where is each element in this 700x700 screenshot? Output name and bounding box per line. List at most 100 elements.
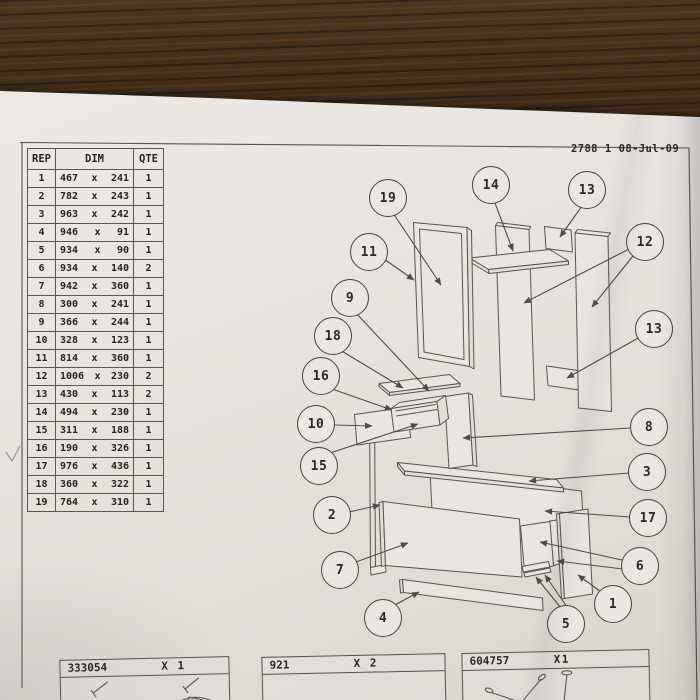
hardware-code: 921 [269,658,290,672]
dim-value: 230 [110,407,129,418]
long-shelf [397,462,564,493]
dim-cell: 946 x 91 [55,223,134,242]
leader-arrows [329,202,641,609]
qte-cell: 2 [133,385,164,404]
dim-value: 366 [60,317,79,328]
dim-value: 300 [60,299,79,310]
dim-value: 91 [116,227,129,238]
dim-cell: 300 x 241 [55,295,134,314]
doc-number: 2788 [571,143,598,155]
dim-value: 814 [60,353,79,364]
dim-separator: x [91,281,98,292]
dim-value: 322 [110,479,129,490]
dim-separator: x [91,461,98,472]
qte-cell: 1 [133,331,164,350]
dim-value: 436 [110,461,129,472]
rep-cell: 5 [27,241,56,260]
qte-cell: 1 [133,295,164,314]
dim-separator: x [91,317,98,328]
dim-separator: x [91,263,98,274]
qte-cell: 1 [133,313,164,332]
dim-cell: 976 x 436 [55,457,134,476]
callout-15: 15 [300,447,338,485]
dim-value: 140 [110,263,129,274]
dim-value: 310 [110,497,129,508]
dim-separator: x [91,425,98,436]
dim-separator: x [91,335,98,346]
dim-value: 976 [60,461,79,472]
callout-7: 7 [321,551,359,589]
dim-separator: x [94,227,101,238]
qte-cell: 1 [133,421,164,440]
hardware-qty: X 1 [161,659,186,673]
cam-fitting-icon [90,677,212,700]
rep-cell: 11 [27,349,56,368]
right-tall-panel [574,229,612,412]
dim-value: 360 [110,353,129,364]
dim-value: 934 [60,263,79,274]
dim-value: 467 [60,173,79,184]
divider-panel [444,392,478,469]
rep-cell: 4 [27,223,56,242]
rep-cell: 19 [27,493,56,512]
dim-value: 113 [110,389,129,400]
dim-value: 244 [110,317,129,328]
rep-cell: 1 [27,169,56,188]
hardware-box-333054: 333054 X 1 [59,656,231,700]
hardware-box-body [263,671,446,700]
dim-value: 946 [60,227,79,238]
callout-11: 11 [350,233,388,271]
rep-cell: 9 [27,313,56,332]
rep-cell: 15 [27,421,56,440]
callout-4: 4 [364,599,402,637]
dim-value: 782 [60,191,79,202]
dim-value: 1006 [60,371,85,382]
callout-12: 12 [626,223,664,261]
qte-cell: 1 [133,187,164,206]
dim-value: 90 [116,245,129,256]
table-row: 9 366 x 244 1 [27,313,164,332]
callout-6: 6 [621,547,659,585]
hardware-box-body [463,667,650,700]
callout-10: 10 [297,405,335,443]
doc-date: 08-Jul-09 [618,143,680,155]
qte-cell: 1 [133,493,164,512]
dim-value: 230 [110,371,129,382]
rep-cell: 12 [27,367,56,386]
qte-cell: 1 [133,475,164,494]
callout-17: 17 [629,499,667,537]
dim-value: 241 [110,299,129,310]
dim-value: 311 [60,425,79,436]
col-qte: QTE [133,148,164,170]
callout-3: 3 [628,453,666,491]
col-dim: DIM [55,148,134,170]
dim-value: 326 [110,443,129,454]
hardware-qty: X 2 [353,656,379,671]
rep-cell: 6 [27,259,56,278]
callout-8: 8 [630,408,668,446]
dim-separator: x [91,191,98,202]
dim-separator: x [91,173,98,184]
dim-value: 934 [60,245,79,256]
dim-separator: x [91,299,98,310]
